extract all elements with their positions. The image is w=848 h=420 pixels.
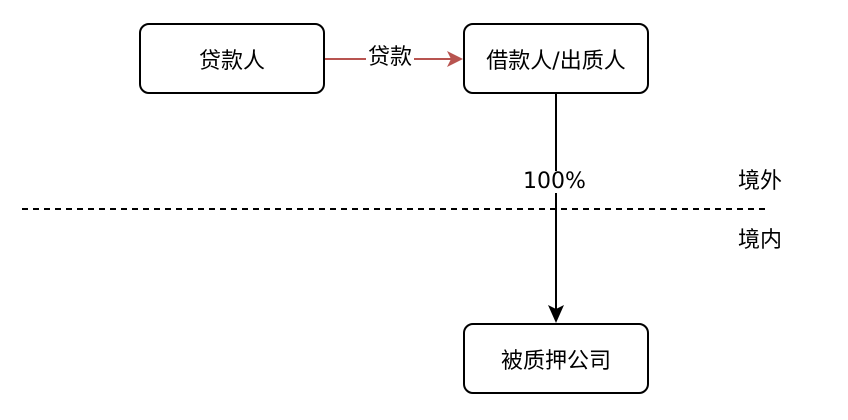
loan-arrowhead (447, 51, 463, 67)
ownership-arrowhead (548, 305, 564, 323)
pledged-company-label: 被质押公司 (500, 348, 611, 374)
borrower-pledgor-label: 借款人/出质人 (486, 48, 626, 74)
lender-label: 贷款人 (198, 48, 265, 74)
lender-node: 贷款人 (139, 23, 325, 94)
borrower-pledgor-node: 借款人/出质人 (463, 23, 649, 94)
pledged-company-node: 被质押公司 (463, 323, 649, 394)
loan-edge-label: 贷款 (366, 45, 415, 70)
onshore-zone-label: 境内 (738, 228, 783, 253)
offshore-zone-label: 境外 (738, 169, 783, 194)
ownership-percent-label: 100% (521, 169, 588, 194)
